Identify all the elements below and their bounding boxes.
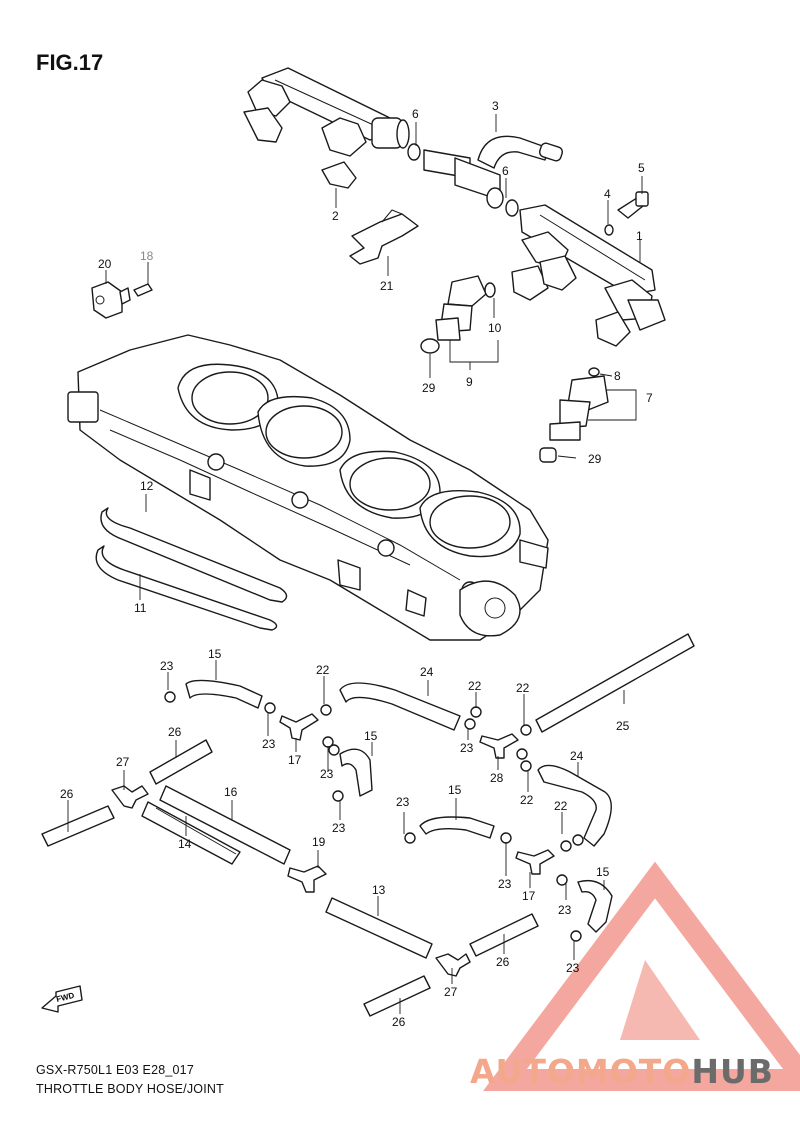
watermark-part1: AUTOMOTO: [470, 1052, 692, 1091]
lower-hose-layout: [41, 633, 695, 1017]
callout-3: 3: [492, 99, 499, 113]
sensor-screw: [133, 283, 153, 297]
callout-23: 23: [558, 903, 572, 917]
callout-27: 27: [444, 985, 458, 999]
callout-29: 29: [422, 381, 436, 395]
callout-26: 26: [392, 1015, 406, 1029]
callout-21: 21: [380, 279, 394, 293]
callout-24: 24: [570, 749, 584, 763]
callout-15: 15: [596, 865, 610, 879]
callout-9: 9: [466, 375, 473, 389]
forward-direction-arrow: FWD: [41, 985, 83, 1013]
callout-22: 22: [516, 681, 530, 695]
callout-29: 29: [588, 452, 602, 466]
callout-15: 15: [208, 647, 222, 661]
callout-6: 6: [412, 107, 419, 121]
watermark-part2: HUB: [691, 1052, 774, 1091]
callout-26: 26: [60, 787, 74, 801]
injector-clamp: [349, 209, 419, 265]
throttle-body: [67, 334, 549, 641]
callout-26: 26: [496, 955, 510, 969]
callout-23: 23: [498, 877, 512, 891]
fuel-rail-upper: [243, 67, 410, 189]
callout-20: 20: [98, 257, 112, 271]
callout-4: 4: [604, 187, 611, 201]
callout-19: 19: [312, 835, 326, 849]
hose-loop-11: [95, 545, 278, 631]
hose-loop-12: [100, 507, 288, 603]
fuel-injector-right: [539, 367, 609, 463]
callout-6: 6: [502, 164, 509, 178]
callout-23: 23: [460, 741, 474, 755]
callout-23: 23: [396, 795, 410, 809]
watermark-logo: [483, 861, 800, 1091]
callout-22: 22: [554, 799, 568, 813]
callout-7: 7: [646, 391, 653, 405]
callout-24: 24: [420, 665, 434, 679]
callout-18: 18: [140, 249, 154, 263]
callout-28: 28: [490, 771, 504, 785]
callout-13: 13: [372, 883, 386, 897]
callout-26: 26: [168, 725, 182, 739]
fuel-delivery-pipe: [511, 204, 666, 347]
callout-8: 8: [614, 369, 621, 383]
fuel-connector-assembly: [407, 135, 564, 217]
footer-model-code: GSX-R750L1 E03 E28_017: [36, 1063, 194, 1077]
callout-17: 17: [522, 889, 536, 903]
callout-23: 23: [160, 659, 174, 673]
callout-23: 23: [332, 821, 346, 835]
throttle-position-sensor: [91, 281, 131, 319]
watermark-text: AUTOMOTOHUB: [470, 1052, 774, 1091]
callout-22: 22: [520, 793, 534, 807]
callout-27: 27: [116, 755, 130, 769]
callout-15: 15: [364, 729, 378, 743]
callout-15: 15: [448, 783, 462, 797]
footer-caption: THROTTLE BODY HOSE/JOINT: [36, 1082, 224, 1096]
callout-10: 10: [488, 321, 502, 335]
callout-1: 1: [636, 229, 643, 243]
callout-numbers: 6 3 6 2 4 5 1 21 20 18 10 9 29 8 7 29 12…: [60, 99, 653, 1029]
callout-22: 22: [468, 679, 482, 693]
callout-25: 25: [616, 719, 630, 733]
callout-11: 11: [134, 601, 147, 615]
fwd-label: FWD: [55, 991, 75, 1004]
callout-17: 17: [288, 753, 302, 767]
leader-lines: [67, 114, 643, 1014]
callout-2: 2: [332, 209, 339, 223]
callout-22: 22: [316, 663, 330, 677]
callout-5: 5: [638, 161, 645, 175]
callout-12: 12: [140, 479, 154, 493]
callout-16: 16: [224, 785, 238, 799]
callout-23: 23: [320, 767, 334, 781]
figure-title: FIG.17: [36, 50, 104, 75]
fuel-injector-left: [420, 275, 496, 354]
callout-14: 14: [178, 837, 192, 851]
callout-23: 23: [566, 961, 580, 975]
callout-23: 23: [262, 737, 276, 751]
bolt-and-washer: [604, 191, 649, 236]
